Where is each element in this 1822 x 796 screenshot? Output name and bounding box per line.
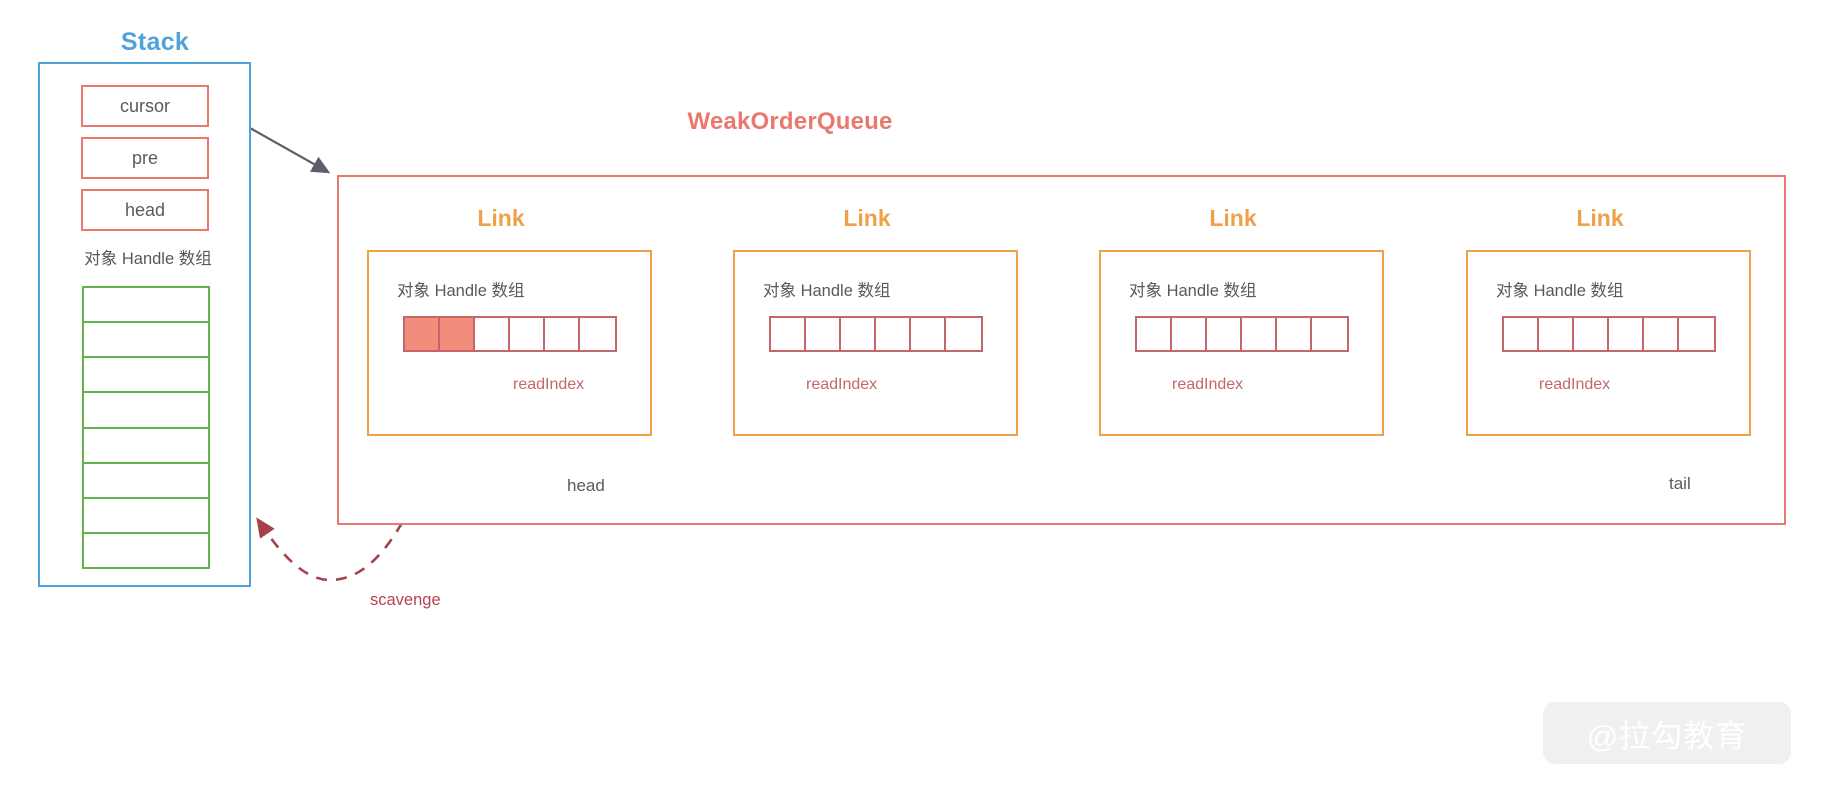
link-cell-empty xyxy=(545,318,580,350)
stack-handle-cell xyxy=(84,464,208,499)
link-cell-empty xyxy=(475,318,510,350)
link-cells-4 xyxy=(1502,316,1716,352)
link-cells-1 xyxy=(403,316,617,352)
stack-handle-cell xyxy=(84,358,208,394)
tail-pointer-label: tail xyxy=(1669,474,1691,493)
stack-handle-cell xyxy=(84,393,208,429)
stack-array-label: 对象 Handle 数组 xyxy=(84,250,212,268)
stack-handle-array xyxy=(82,286,210,569)
stack-handle-cell xyxy=(84,288,208,324)
link-cell-empty xyxy=(1504,318,1539,350)
watermark: @拉勾教育 xyxy=(1543,702,1791,764)
link-title-2: Link xyxy=(843,205,891,231)
link-cell-empty xyxy=(876,318,911,350)
read-index-label-3: readIndex xyxy=(1172,376,1244,393)
stack-title: Stack xyxy=(120,28,190,56)
link-title-4: Link xyxy=(1576,205,1624,231)
link-cell-empty xyxy=(1277,318,1312,350)
stack-handle-cell xyxy=(84,429,208,464)
link-cell-empty xyxy=(1312,318,1347,350)
link-array-label-2: 对象 Handle 数组 xyxy=(763,282,891,300)
link-cell-empty xyxy=(1574,318,1609,350)
stack-handle-cell xyxy=(84,534,208,567)
link-cells-3 xyxy=(1135,316,1349,352)
link-cell-empty xyxy=(911,318,946,350)
stack-field-head-label: head xyxy=(124,199,166,220)
link-cell-empty xyxy=(806,318,841,350)
link-cell-empty xyxy=(771,318,806,350)
link-title-3: Link xyxy=(1209,205,1257,231)
link-box-4: 对象 Handle 数组 xyxy=(1466,250,1751,436)
link-cell-empty xyxy=(1137,318,1172,350)
stack-field-pre: pre xyxy=(81,137,209,179)
link-cell-empty xyxy=(841,318,876,350)
link-cell-filled xyxy=(440,318,475,350)
stack-field-head: head xyxy=(81,189,209,231)
link-cell-empty xyxy=(1207,318,1242,350)
link-cell-empty xyxy=(1679,318,1714,350)
link-cell-empty xyxy=(1242,318,1277,350)
link-cell-empty xyxy=(510,318,545,350)
read-index-label-1: readIndex xyxy=(513,376,585,393)
link-cell-empty xyxy=(1609,318,1644,350)
stack-handle-cell xyxy=(84,323,208,359)
link-box-3: 对象 Handle 数组 xyxy=(1099,250,1384,436)
stack-handle-cell xyxy=(84,499,208,534)
read-index-label-2: readIndex xyxy=(806,376,878,393)
link-box-1: 对象 Handle 数组 xyxy=(367,250,652,436)
link-cell-empty xyxy=(1644,318,1679,350)
link-cell-empty xyxy=(946,318,981,350)
link-array-label-4: 对象 Handle 数组 xyxy=(1496,282,1624,300)
link-title-1: Link xyxy=(477,205,525,231)
stack-field-cursor-label: cursor xyxy=(119,95,170,116)
read-index-label-4: readIndex xyxy=(1539,376,1611,393)
stack-field-cursor: cursor xyxy=(81,85,209,127)
link-cell-empty xyxy=(580,318,615,350)
link-array-label-3: 对象 Handle 数组 xyxy=(1129,282,1257,300)
link-cell-empty xyxy=(1172,318,1207,350)
watermark-text: @拉勾教育 xyxy=(1586,718,1748,754)
scavenge-label: scavenge xyxy=(370,591,441,609)
link-box-2: 对象 Handle 数组 xyxy=(733,250,1018,436)
link-cell-filled xyxy=(405,318,440,350)
head-pointer-label: head xyxy=(567,476,605,495)
weak-order-queue-title: WeakOrderQueue xyxy=(687,108,893,135)
link-array-label-1: 对象 Handle 数组 xyxy=(397,282,525,300)
link-cell-empty xyxy=(1539,318,1574,350)
stack-field-pre-label: pre xyxy=(131,147,158,168)
link-cells-2 xyxy=(769,316,983,352)
